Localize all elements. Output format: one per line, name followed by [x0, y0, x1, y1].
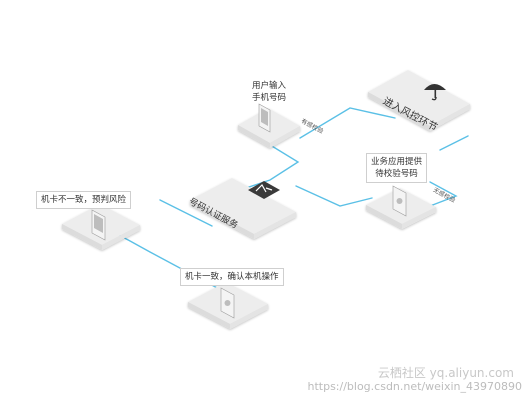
platform-auth-service [190, 178, 296, 239]
connector-auth-to-app [295, 185, 373, 207]
connector-user-to-auth [239, 139, 300, 191]
connector-risk-to-app [439, 135, 469, 151]
label-user-input: 用户输入 手机号码 [252, 80, 286, 104]
label-mismatch: 机卡不一致，预判风险 [36, 191, 132, 209]
label-business-app-line2: 待校验号码 [375, 169, 418, 179]
label-user-input-line1: 用户输入 [252, 81, 287, 91]
watermark-site: 云栖社区 yq.aliyun.com [377, 366, 514, 380]
connector-user-to-risk [299, 107, 396, 139]
phone-icon-mismatch [91, 209, 106, 241]
connectors [109, 107, 469, 301]
phone-icon-business-app [392, 185, 407, 217]
connector-app-to-auth-silent [429, 181, 458, 207]
label-match: 机卡一致，确认本机操作 [180, 268, 284, 286]
label-user-input-line2: 手机号码 [252, 93, 287, 103]
connector-auth-to-mismatch [159, 199, 213, 227]
phone-icon-match [220, 287, 235, 319]
platform-risk-stage [368, 70, 470, 131]
auth-tile-icon [248, 181, 280, 199]
phone-icon-user-input [258, 103, 271, 133]
label-business-app: 业务应用提供 待校验号码 [366, 153, 428, 183]
watermark-url: https://blog.csdn.net/weixin_43970890 [307, 380, 522, 393]
label-business-app-line1: 业务应用提供 [371, 157, 423, 167]
umbrella-icon [424, 84, 446, 101]
